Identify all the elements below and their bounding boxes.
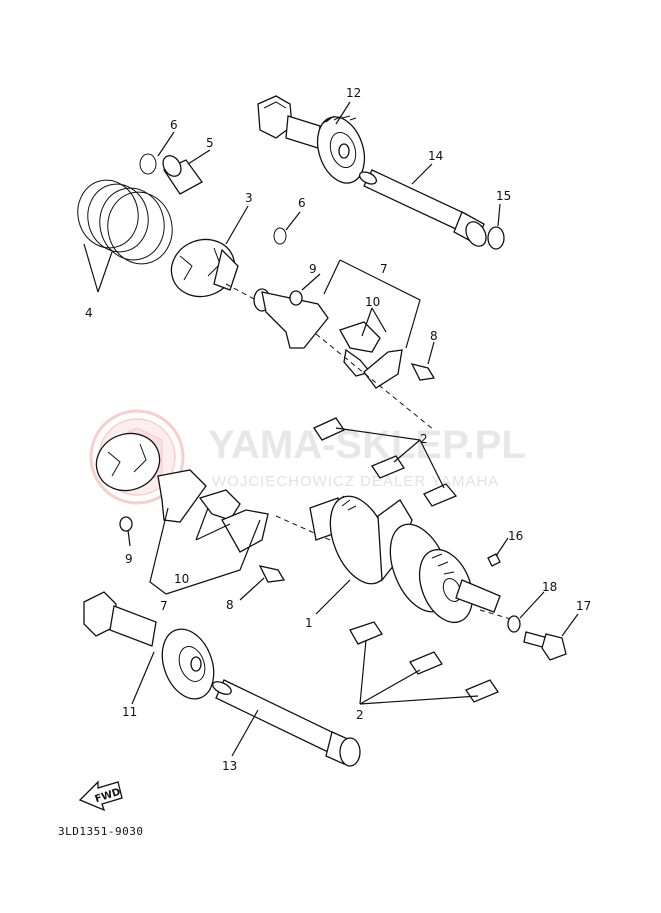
callout-6-right: 6 [298,196,306,210]
part-bearings-upper [313,417,458,507]
callout-1: 1 [305,616,313,630]
callout-7-lower: 7 [160,599,168,613]
callout-9-upper: 9 [309,262,317,276]
part-bolt [523,631,567,661]
centerline-upper [225,283,435,431]
part-piston-rings [77,179,173,265]
callout-16: 16 [508,529,523,543]
leader-lines [83,101,579,757]
callout-2-lower: 2 [356,708,364,722]
callout-10-upper: 10 [365,295,380,309]
watermark-title: YAMA-SKLEP.PL [208,423,526,467]
callout-13: 13 [222,759,237,773]
callout-18: 18 [542,580,557,594]
part-crankshaft [309,495,501,624]
callout-2-upper: 2 [420,432,428,446]
part-piston-pin [162,155,203,195]
part-connecting-rod-upper [253,288,436,389]
callout-9-lower: 9 [125,552,133,566]
part-bearings-lower [349,621,499,703]
part-shaft-lower [212,679,361,767]
watermark-subtitle: WOJCIECHOWICZ DEALER YAMAHA [212,473,499,490]
part-balancer-shaft-lower [83,591,215,700]
callout-5: 5 [206,136,214,150]
callouts: 6 5 3 6 4 12 14 15 7 9 10 8 2 9 10 7 8 1… [85,86,591,773]
callout-14: 14 [428,149,443,163]
callout-3: 3 [245,191,253,205]
callout-10-lower: 10 [174,572,189,586]
part-piston-lower [95,432,161,492]
part-piston [170,238,239,298]
part-circlip-left [139,153,157,175]
part-washer [507,615,521,633]
diagram-code: 3LD1351-9030 [58,825,143,838]
part-o-ring [487,226,505,250]
callout-8-lower: 8 [226,598,234,612]
callout-12: 12 [346,86,361,100]
fwd-arrow: FWD [78,780,123,812]
callout-8-upper: 8 [430,329,438,343]
centerline-right [479,609,515,621]
callout-15: 15 [496,189,511,203]
part-circlip-right [273,227,287,245]
callout-17: 17 [576,599,591,613]
callout-11: 11 [122,705,137,719]
callout-7-upper: 7 [380,262,388,276]
part-woodruff-key [487,553,501,567]
part-connecting-rod-lower [119,469,286,583]
part-shaft-upper [358,169,487,247]
callout-6-left: 6 [170,118,178,132]
part-balancer-shaft-upper [257,95,366,184]
callout-4: 4 [85,306,93,320]
